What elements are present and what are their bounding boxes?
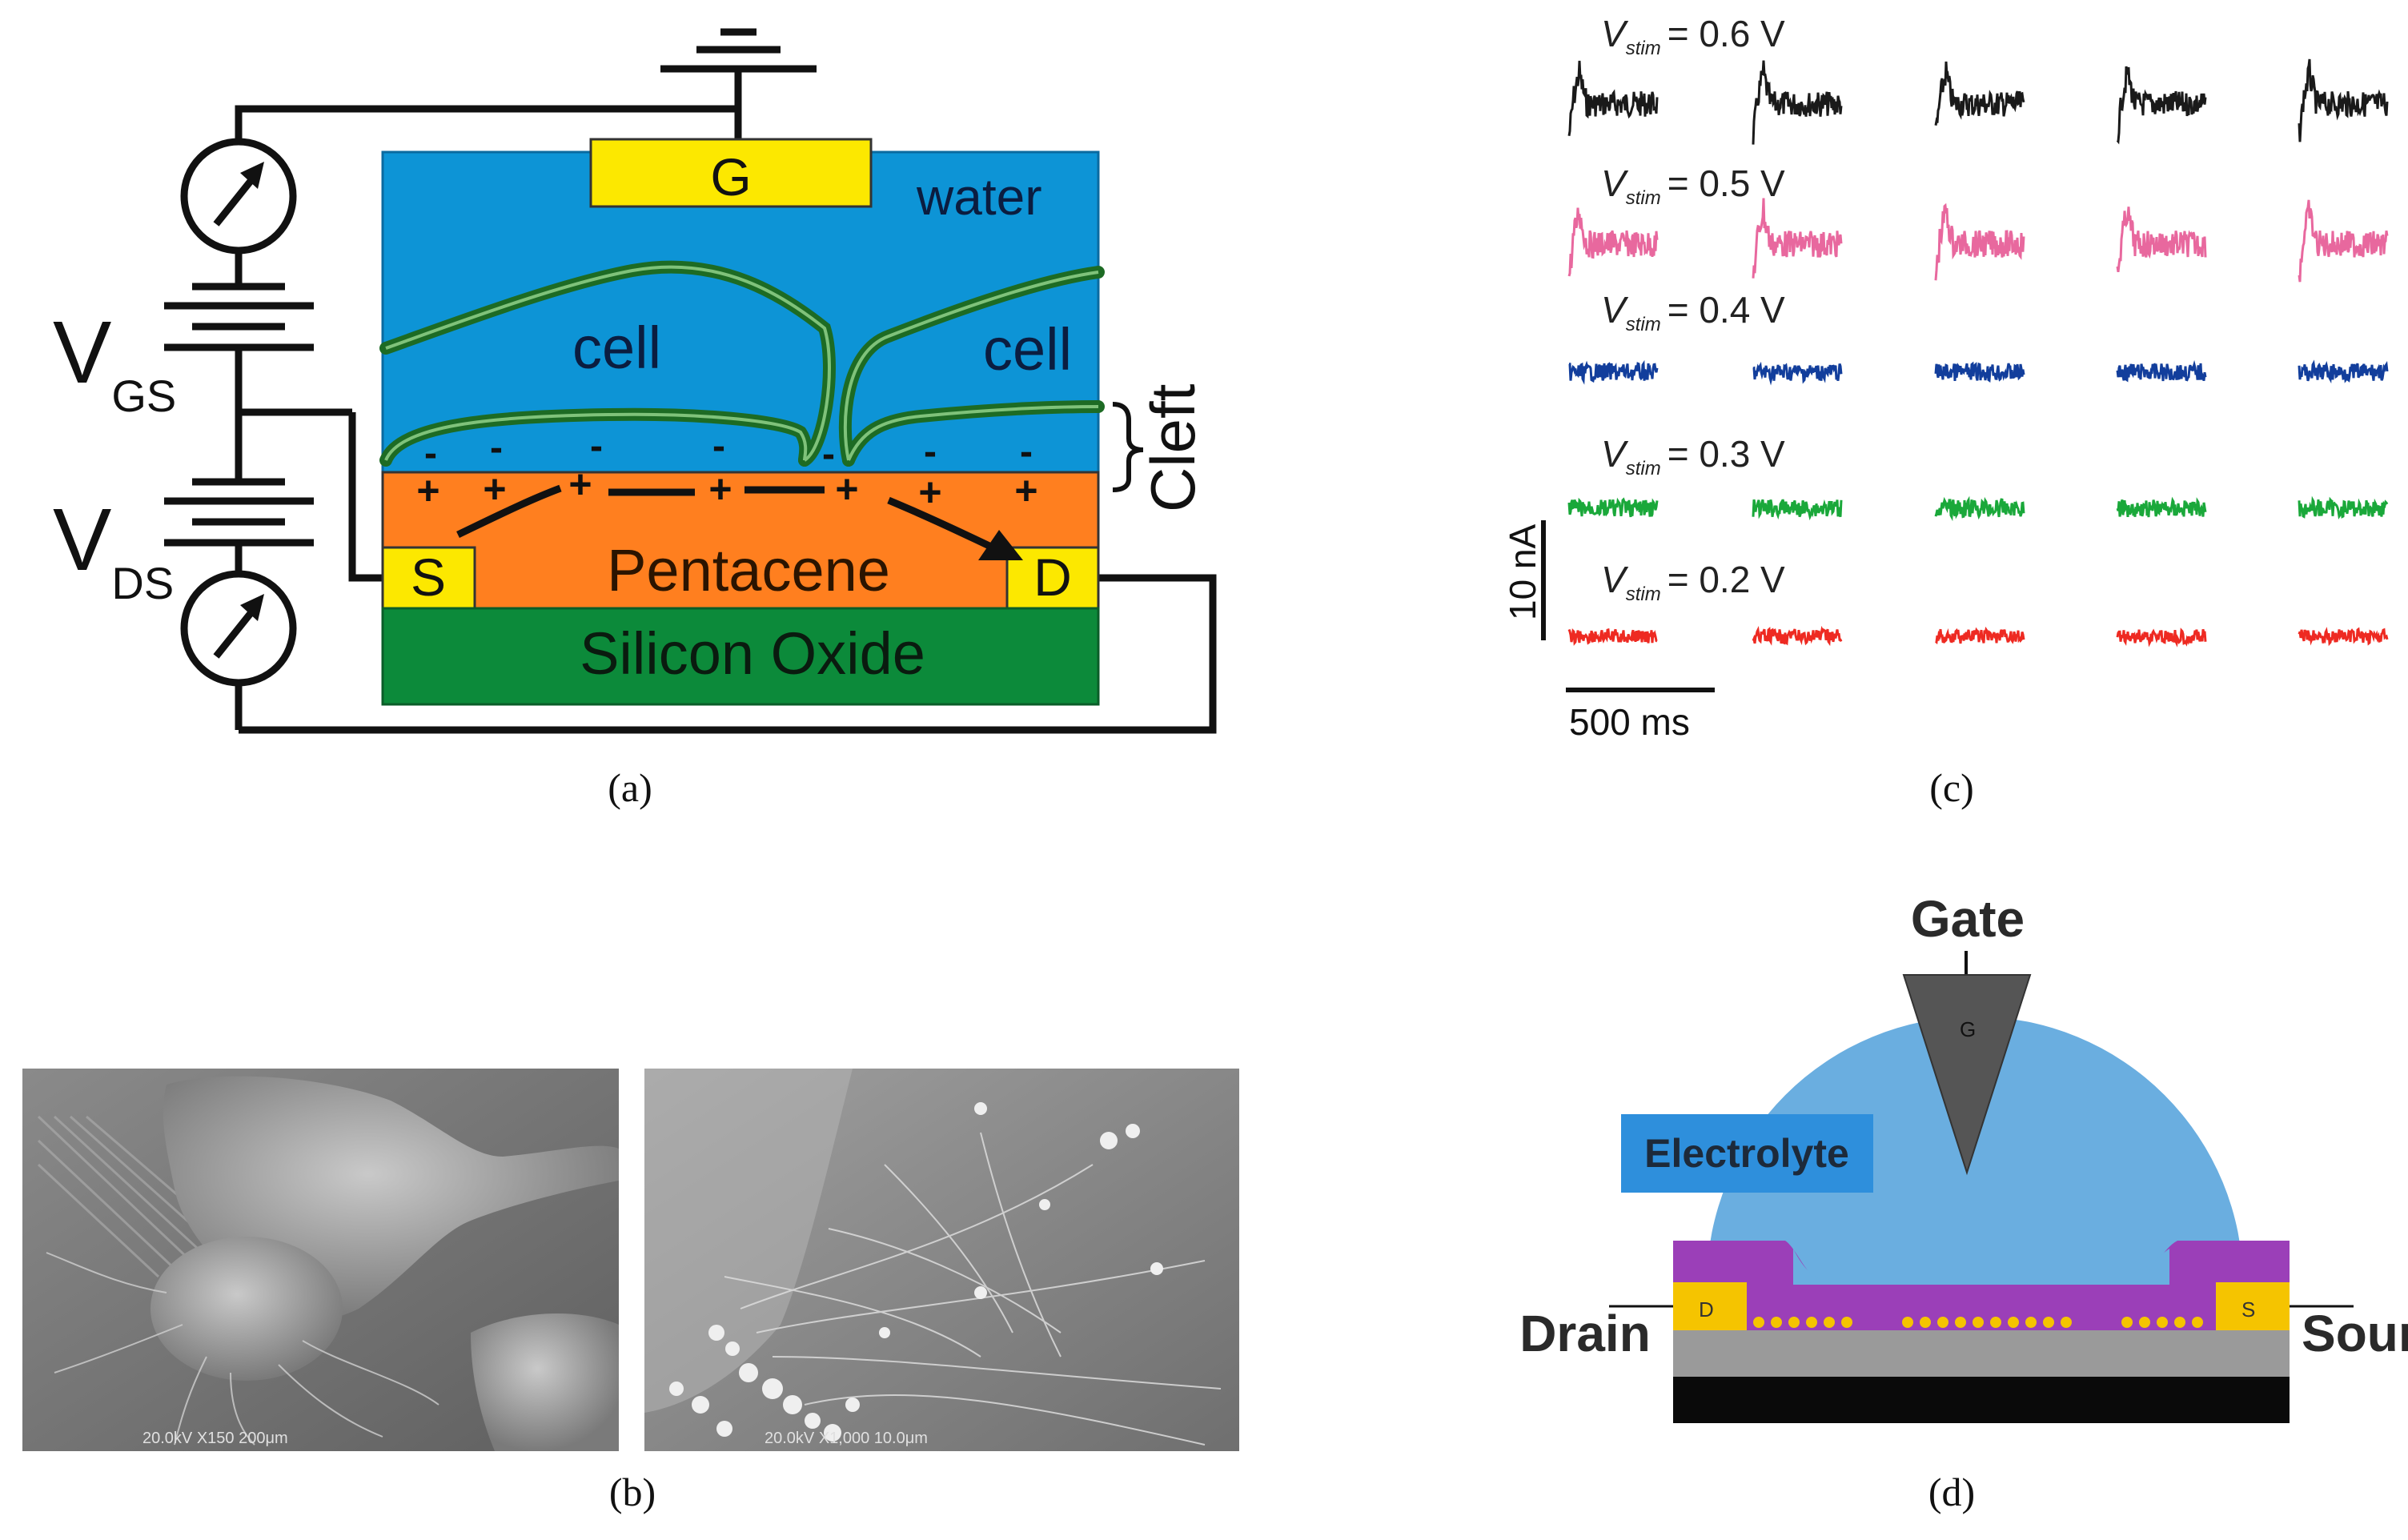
y-scale-label: 10 nA: [1502, 523, 1543, 620]
gate-letter: G: [1960, 1017, 1976, 1041]
source-title: Source: [2302, 1305, 2408, 1362]
sem-right-scalebar: 20.0kV X1,000 10.0μm: [765, 1430, 928, 1447]
ground-symbol: [660, 28, 817, 152]
panel-d-diagram: D S G Gate Electrolyte Drain Source: [1519, 890, 2408, 1423]
channel-carriers: [1753, 1317, 2203, 1328]
cleft-label: Cleft: [1138, 383, 1208, 512]
sem-left-scalebar: 20.0kV X150 200μm: [142, 1430, 288, 1447]
trace-row-1-3: [2116, 207, 2207, 273]
drain-contact-label: D: [1033, 547, 1072, 607]
cleft-brace: [1112, 402, 1144, 492]
gate-electrode: [1902, 974, 2032, 1176]
base-layer: [1673, 1377, 2290, 1423]
trace-row-0-1: [1752, 60, 1843, 145]
svg-text:+: +: [708, 467, 732, 511]
svg-text:+: +: [835, 467, 858, 511]
drain-contact: [1673, 1282, 1747, 1330]
gate-title: Gate: [1911, 890, 2025, 948]
vds-label: VDS: [53, 491, 174, 608]
source-contact: [381, 546, 476, 610]
panel-c-caption: (c): [1929, 765, 1974, 810]
cell-right-label: cell: [983, 316, 1072, 383]
trace-row-2-3: [2116, 359, 2207, 383]
vgs-battery: [164, 283, 314, 351]
trace-row-0-0: [1567, 60, 1659, 136]
trace-row-0-3: [2116, 66, 2207, 145]
electrolyte-label: Electrolyte: [1644, 1131, 1849, 1176]
sem-image-right: 20.0kV X1,000 10.0μm: [644, 1069, 1239, 1451]
panel-a-diagram: VGS VDS cell cell water G Pentacene S D …: [53, 28, 1217, 734]
trace-row-1-0: [1567, 207, 1659, 277]
trace-row-3-4: [2298, 495, 2389, 520]
svg-text:-: -: [924, 431, 937, 473]
panel-b-micrographs: 20.0kV X150 200μm 20.0kV X1,000 10.0μm: [22, 1069, 1239, 1451]
drain-contact-letter: D: [1699, 1297, 1714, 1321]
trace-row-2-2: [1934, 361, 2025, 383]
row-2-voltage-label: Vstim= 0.4 V: [1601, 289, 1785, 335]
trace-row-2-4: [2298, 359, 2389, 384]
drain-title: Drain: [1519, 1305, 1651, 1362]
trace-row-3-0: [1567, 497, 1659, 518]
water-label: water: [916, 168, 1042, 226]
cell-left-label: cell: [572, 315, 661, 381]
trace-row-3-2: [1934, 495, 2025, 522]
trace-row-2-0: [1568, 359, 1659, 385]
source-contact-label: S: [411, 547, 446, 607]
trace-row-4-1: [1752, 625, 1843, 647]
svg-text:-: -: [822, 433, 835, 475]
trace-row-1-1: [1752, 198, 1843, 279]
row-1-voltage-label: Vstim= 0.5 V: [1601, 162, 1785, 209]
svg-text:+: +: [483, 467, 506, 511]
vgs-label: VGS: [53, 303, 176, 421]
x-scale-label: 500 ms: [1569, 701, 1690, 743]
trace-row-4-3: [2116, 628, 2207, 648]
svg-text:-: -: [590, 425, 603, 467]
trace-row-2-1: [1752, 361, 1843, 386]
row-0-voltage-label: Vstim= 0.6 V: [1601, 13, 1785, 59]
row-3-voltage-label: Vstim= 0.3 V: [1601, 433, 1785, 479]
semiconductor-layer: [1673, 1241, 2290, 1330]
panel-d-caption: (d): [1928, 1470, 1976, 1514]
trace-row-0-2: [1934, 61, 2025, 126]
panel-a-caption: (a): [608, 765, 652, 810]
vds-battery: [164, 478, 314, 547]
electrolyte-dome: [1707, 1017, 2243, 1285]
trace-row-4-4: [2298, 627, 2389, 647]
gate-electrode: [589, 138, 873, 208]
current-path-arrow: [456, 484, 994, 551]
trace-row-0-4: [2298, 58, 2389, 142]
negative-charges: - - - - - - -: [424, 425, 1033, 475]
silicon-oxide-layer: [381, 607, 1100, 706]
ammeter-ds-icon: [180, 570, 297, 687]
positive-charges: + + + + + + +: [416, 462, 1037, 515]
svg-text:-: -: [1020, 431, 1033, 473]
panel-c-recordings: Vstim= 0.6 V Vstim= 0.5 V Vstim= 0.4 V Vsti…: [1502, 13, 2389, 743]
trace-row-4-0: [1567, 628, 1658, 646]
svg-text:-: -: [712, 425, 725, 467]
trace-row-1-4: [2298, 199, 2389, 283]
trace-row-3-1: [1752, 499, 1843, 521]
svg-text:+: +: [568, 462, 592, 507]
cell-membranes-inner: [384, 265, 1099, 462]
svg-text:+: +: [1014, 468, 1037, 513]
row-4-voltage-label: Vstim= 0.2 V: [1601, 559, 1785, 605]
substrate-layer: [1673, 1330, 2290, 1377]
silicon-oxide-label: Silicon Oxide: [580, 620, 925, 687]
ammeter-gs-icon: [180, 138, 297, 255]
svg-text:+: +: [918, 470, 941, 515]
sem-image-left: 20.0kV X150 200μm: [22, 1069, 620, 1451]
electrolyte-label-box: [1621, 1114, 1873, 1193]
current-arrowhead: [978, 530, 1023, 560]
trace-row-1-2: [1934, 203, 2025, 281]
gate-electrode-label: G: [710, 147, 751, 207]
pentacene-label: Pentacene: [607, 537, 890, 604]
trace-row-3-3: [2116, 496, 2207, 518]
svg-text:-: -: [424, 432, 437, 475]
svg-text:-: -: [490, 427, 503, 469]
trace-row-4-2: [1935, 626, 2025, 645]
source-contact-letter: S: [2241, 1297, 2255, 1321]
svg-text:+: +: [416, 468, 439, 513]
source-contact: [2216, 1282, 2290, 1330]
panel-b-caption: (b): [608, 1470, 656, 1514]
